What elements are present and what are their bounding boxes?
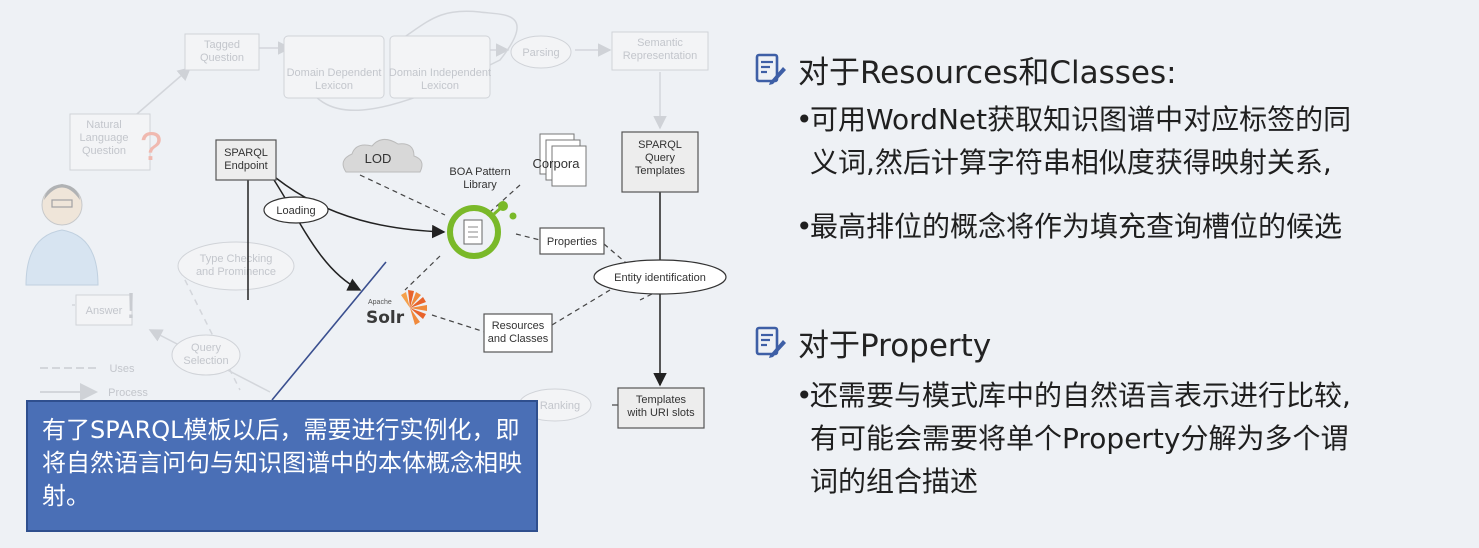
node-resources-classes-box <box>483 313 553 353</box>
text-panel: 对于Resources和Classes: •可用WordNet获取知识图谱中对应… <box>752 0 1467 548</box>
note-pen-icon <box>755 326 786 358</box>
node-loading-ellipse <box>263 196 329 224</box>
bullet-property: •还需要与模式库中的自然语言表示进行比较, 有可能会需要将单个Property分… <box>796 374 1456 503</box>
solr-logo-icon <box>401 290 427 325</box>
diagram-dashed-edges <box>359 174 661 333</box>
bullet-line: 有可能会需要将单个Property分解为多个谓 <box>810 422 1349 455</box>
cloud-icon <box>342 139 423 173</box>
node-entity-identification-ellipse <box>593 259 727 295</box>
solr-brand-label: Apache <box>368 299 392 306</box>
node-templates-uri-box <box>617 387 705 429</box>
node-sparql-endpoint-box <box>215 139 277 181</box>
callout-pointer-line <box>271 261 387 401</box>
exclamation-icon: ! <box>126 285 136 326</box>
user-avatar-icon <box>25 184 99 286</box>
node-corpora: Corpora <box>533 156 581 171</box>
heading-text: 对于Resources和Classes: <box>798 54 1177 91</box>
solr-label: Solr <box>366 308 405 328</box>
node-entity-identification: Entity identification <box>614 272 706 284</box>
section-heading-property: 对于Property <box>752 321 992 364</box>
bullet-line: 可用WordNet获取知识图谱中对应标签的同 <box>810 103 1352 136</box>
node-properties-box <box>539 227 605 255</box>
bullet-line: 还需要与模式库中的自然语言表示进行比较, <box>810 379 1351 412</box>
legend-uses: Uses <box>109 363 135 375</box>
node-properties: Properties <box>547 236 598 248</box>
bullet-line: 词的组合描述 <box>810 465 979 498</box>
node-loading: Loading <box>276 205 315 217</box>
bullet-line: 义词,然后计算字符串相似度获得映射关系, <box>810 146 1332 179</box>
node-parsing: Parsing <box>522 47 559 59</box>
section-heading-resources: 对于Resources和Classes: <box>752 48 1177 91</box>
callout-text: 有了SPARQL模板以后，需要进行实例化，即将自然语言问句与知识图谱中的本体概念… <box>42 416 522 510</box>
node-sparql-templates-box <box>621 131 699 193</box>
boa-logo-icon <box>447 201 517 259</box>
node-ranking: Ranking <box>540 400 580 412</box>
node-answer: Answer <box>86 305 123 317</box>
bullet-wordnet: •可用WordNet获取知识图谱中对应标签的同 义词,然后计算字符串相似度获得映… <box>796 98 1456 184</box>
documents-icon <box>539 133 587 187</box>
legend-process: Process <box>108 387 148 399</box>
bullet-ranking: •最高排位的概念将作为填充查询槽位的候选 <box>796 210 1343 243</box>
callout-box: 有了SPARQL模板以后，需要进行实例化，即将自然语言问句与知识图谱中的本体概念… <box>26 400 538 532</box>
question-mark-icon: ? <box>140 125 162 169</box>
node-lod: LOD <box>365 151 392 166</box>
bullet-line: 最高排位的概念将作为填充查询槽位的候选 <box>810 210 1343 243</box>
heading-text: 对于Property <box>798 327 992 364</box>
note-pen-icon <box>755 53 786 85</box>
